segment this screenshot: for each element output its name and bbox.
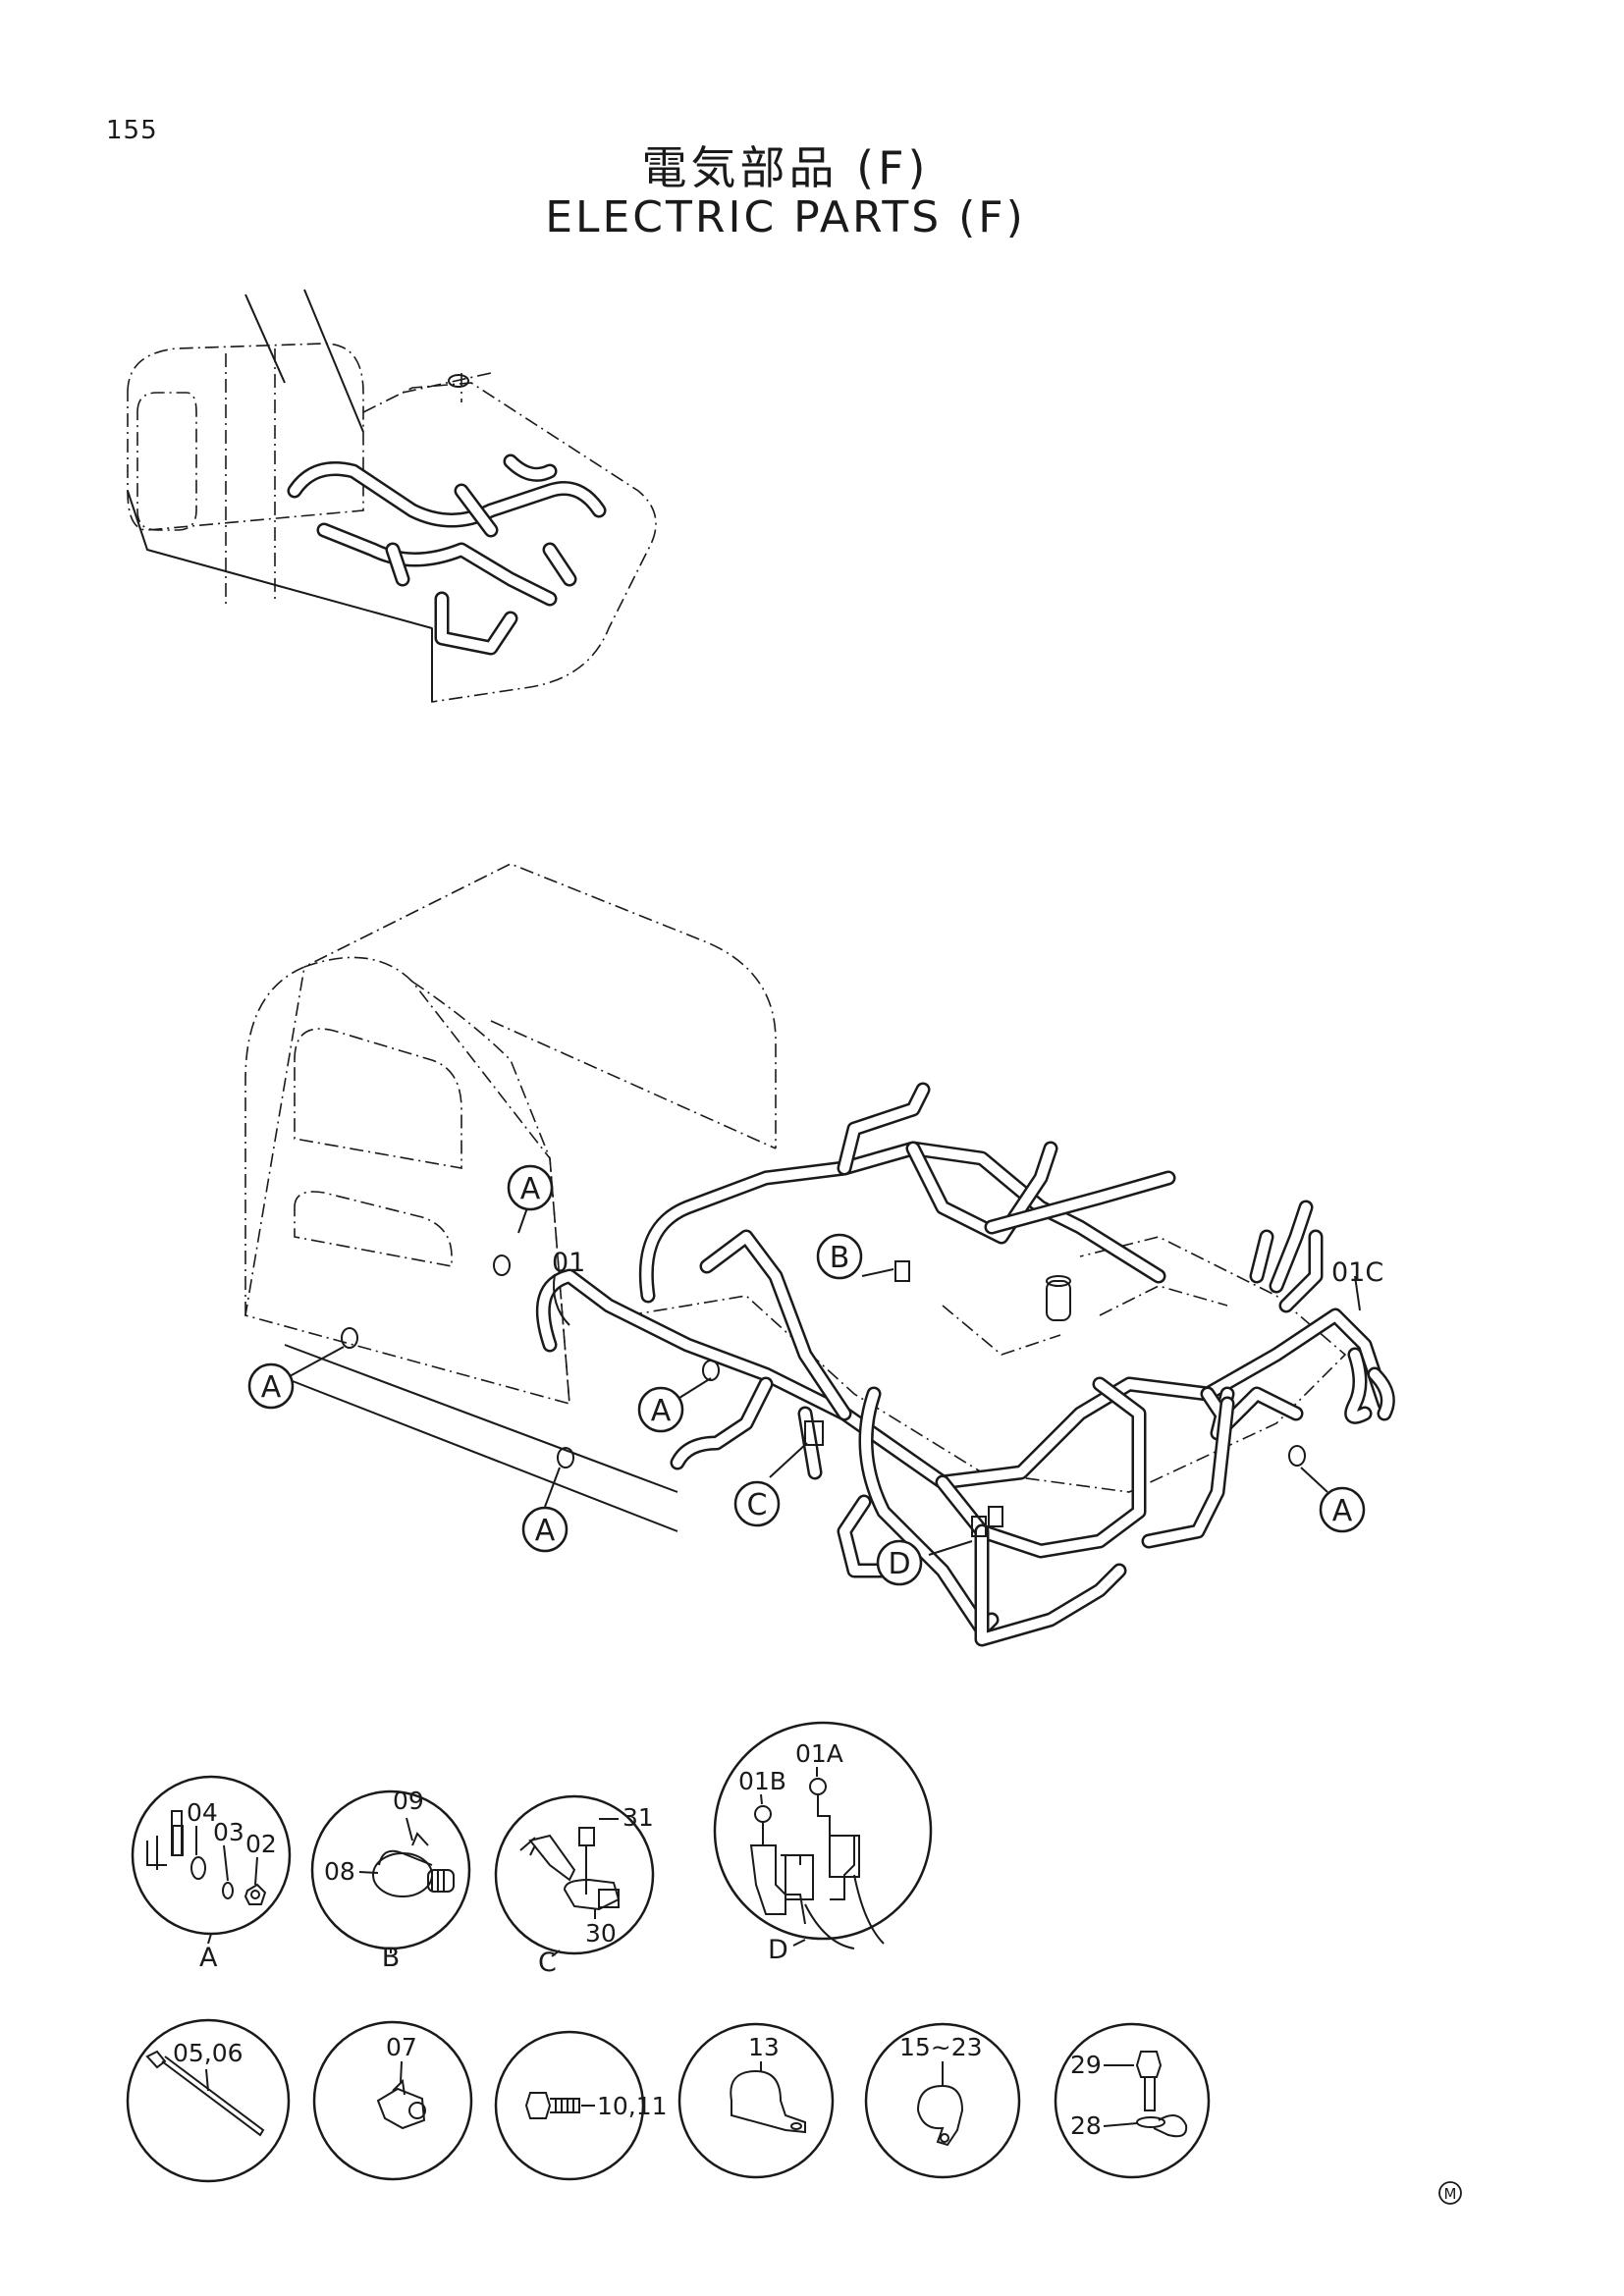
detail-b: 09 08 B [310,1787,471,1973]
detail-a-label: A [199,1943,218,1973]
label-07: 07 [386,2033,417,2061]
svg-text:A: A [261,1370,282,1405]
label-05-06: 05,06 [173,2039,244,2067]
detail-cable-tie: 05,06 [126,2018,291,2183]
detail-bolt-clamp-28-29: 29 28 [1054,2022,1211,2179]
page-number: 155 [106,116,158,145]
label-09: 09 [393,1787,424,1815]
detail-c: 31 30 C [494,1794,655,1978]
title-english: ELECTRIC PARTS (F) [545,192,1026,242]
callout-d: D [876,1539,923,1586]
wire-harness-01 [535,1082,1395,1647]
svg-text:M: M [1444,2185,1457,2203]
m-mark: M [1438,2181,1462,2205]
callout-b: B [816,1233,863,1280]
detail-b-label: B [382,1943,401,1973]
label-03: 03 [213,1818,244,1846]
detail-bolt-10-11: 10,11 [494,2030,668,2181]
svg-text:A: A [651,1394,672,1428]
label-30: 30 [585,1919,617,1948]
callout-c: C [733,1480,781,1527]
label-01b: 01B [738,1767,786,1795]
callout-a-bottom: A [521,1506,568,1553]
detail-d-label: D [768,1935,788,1965]
label-04: 04 [187,1798,218,1827]
callout-a-middle: A [637,1386,684,1433]
svg-text:C: C [747,1488,768,1522]
label-01c: 01C [1331,1257,1383,1288]
detail-c-label: C [538,1948,557,1978]
callout-a-left: A [247,1362,295,1410]
detail-clamp-15-23: 15~23 [864,2022,1021,2179]
label-02: 02 [245,1830,277,1858]
label-13: 13 [748,2033,780,2061]
callout-a-top: A [507,1164,554,1211]
detail-a: 04 03 02 A [131,1775,292,1973]
label-31: 31 [623,1803,654,1832]
label-01: 01 [552,1248,585,1278]
label-15-23: 15~23 [899,2033,983,2061]
overview-machine [127,289,657,703]
label-10-11: 10,11 [597,2092,668,2120]
detail-clip-07: 07 [312,2020,473,2181]
label-08: 08 [324,1857,355,1886]
label-01a: 01A [795,1739,843,1768]
label-29: 29 [1070,2051,1102,2079]
svg-text:A: A [1332,1494,1353,1528]
detail-clamp-13: 13 [677,2022,835,2179]
svg-text:D: D [888,1547,910,1581]
main-illustration [244,863,1395,1647]
svg-text:A: A [520,1172,541,1206]
detail-d: 01A 01B D [713,1721,933,1965]
svg-text:A: A [535,1514,556,1548]
title-japanese: 電気部品 (F) [641,141,930,194]
svg-text:B: B [830,1241,850,1275]
label-28: 28 [1070,2111,1102,2140]
callout-a-right: A [1319,1486,1366,1533]
